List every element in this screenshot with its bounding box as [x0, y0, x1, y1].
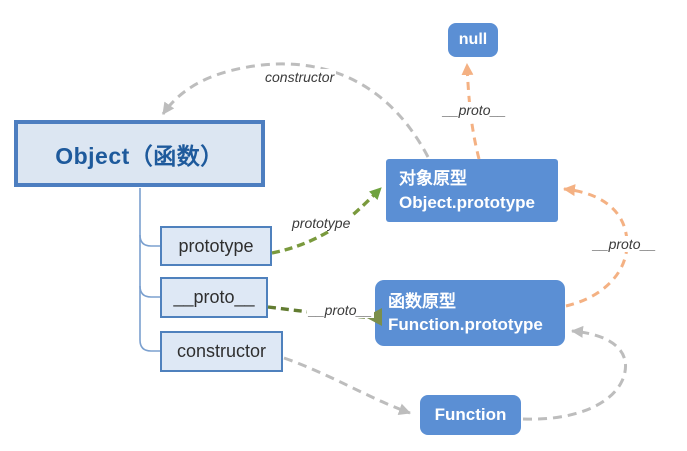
node-null: null: [448, 23, 498, 57]
label-constructor: constructor: [263, 69, 337, 85]
edge-constructor-to-function-arrow: [283, 356, 411, 415]
node-proto-prop: __proto__: [160, 277, 268, 318]
tree-branch-prototype: [139, 234, 160, 247]
label-proto-left: __proto__: [307, 302, 375, 318]
node-constructor-prop: constructor: [160, 331, 283, 372]
node-object: Object（函数）: [14, 120, 265, 187]
tree-branch-proto: [139, 285, 160, 298]
label-proto-top: __proto__: [441, 102, 509, 118]
node-prototype-prop: prototype: [160, 226, 272, 266]
object-prototype-subtitle: Object.prototype: [399, 192, 536, 212]
function-prototype-title: 函数原型: [388, 291, 456, 311]
function-prototype-subtitle: Function.prototype: [388, 315, 543, 334]
node-object-prototype: 对象原型 Object.prototype: [386, 159, 558, 222]
label-prototype: prototype: [290, 215, 353, 231]
node-function: Function: [420, 395, 521, 435]
object-prototype-title: 对象原型: [399, 169, 467, 189]
tree-branch-constructor: [139, 188, 160, 352]
node-function-prototype: 函数原型 Function.prototype: [375, 280, 565, 346]
label-proto-right: __proto__: [591, 236, 659, 252]
